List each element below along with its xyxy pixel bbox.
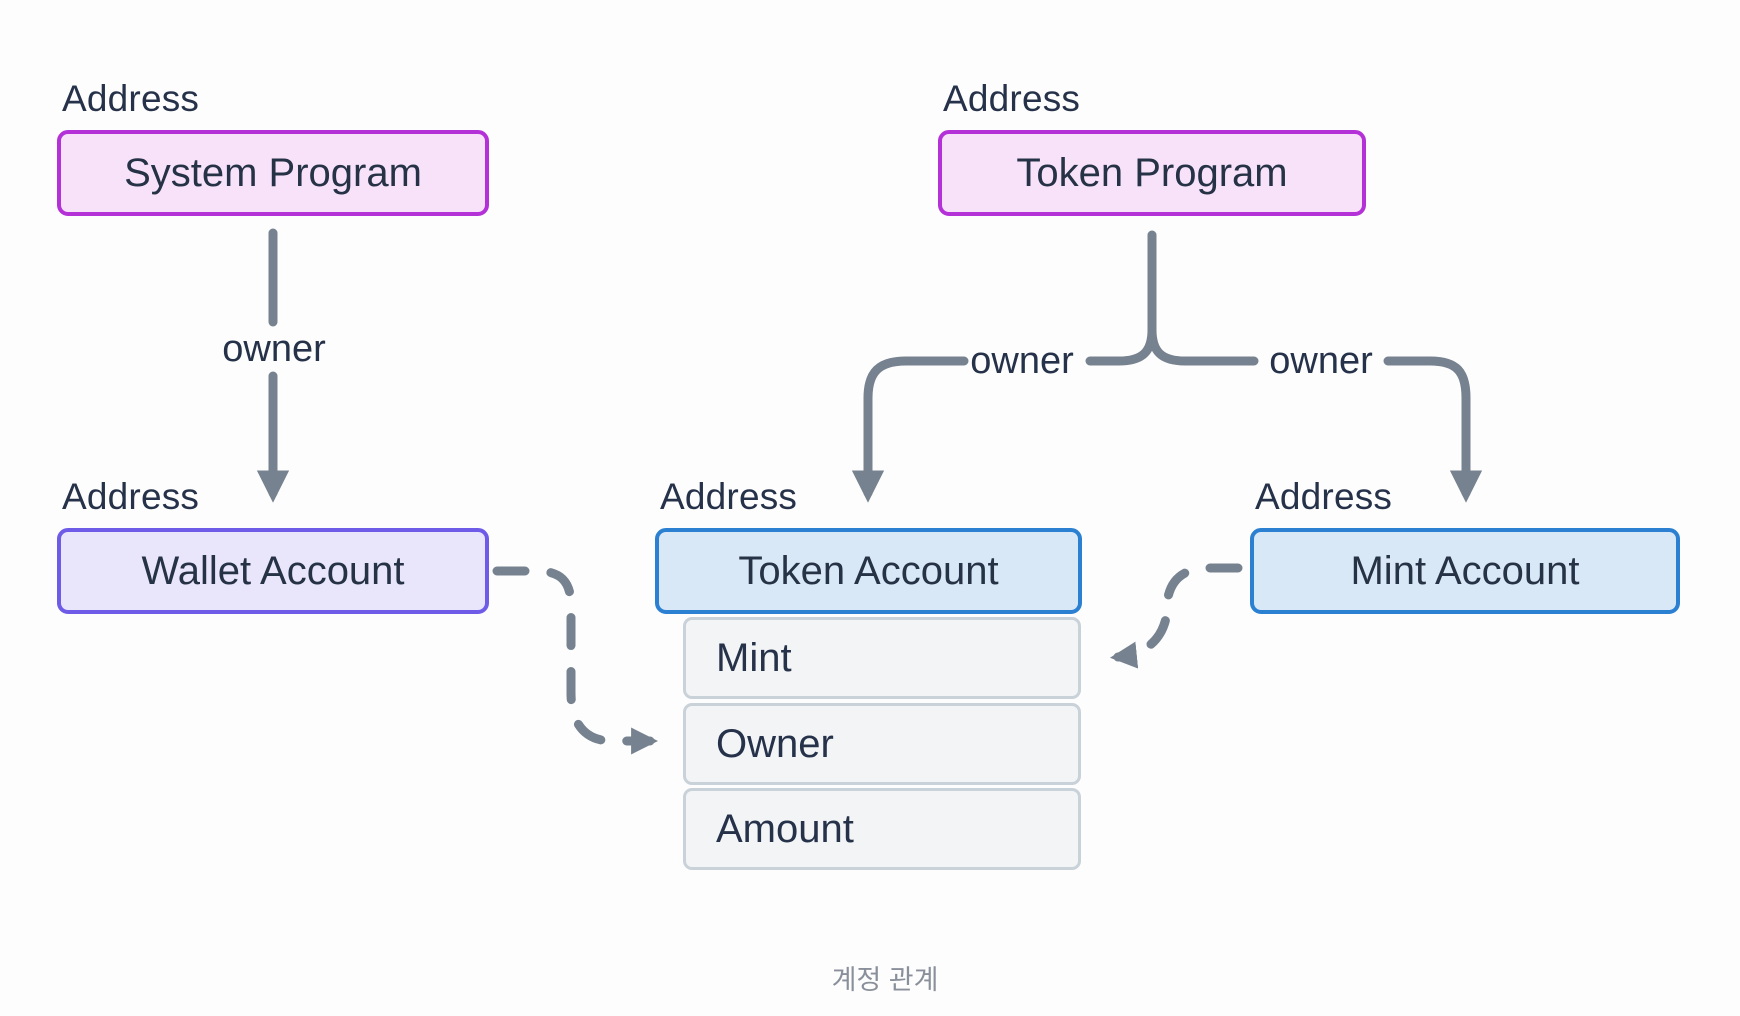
field-mint-label: Mint <box>716 635 792 680</box>
node-token-program-title: Token Program <box>1016 150 1288 195</box>
edge-token-to-token-account <box>851 356 969 503</box>
node-system-program-title: System Program <box>124 150 422 195</box>
address-label-wallet-account: Address <box>62 476 200 517</box>
diagram-caption: 계정 관계 <box>831 965 939 995</box>
edge-token-to-mint-account <box>1383 356 1483 503</box>
edge-label-owner-token-account: owner <box>970 340 1074 382</box>
node-mint-account: Mint Account <box>1250 528 1680 614</box>
address-label-token-program: Address <box>943 78 1081 119</box>
token-account-field-owner: Owner <box>683 703 1081 785</box>
edge-token-program-y-right <box>1147 325 1259 366</box>
node-wallet-account-title: Wallet Account <box>141 548 405 593</box>
node-token-account: Token Account <box>655 528 1082 614</box>
edge-token-program-y-left <box>1085 325 1157 366</box>
edge-label-owner-mint-account: owner <box>1269 340 1373 382</box>
field-owner-label: Owner <box>716 721 834 766</box>
edge-mint-account-to-mint-field <box>1109 563 1243 669</box>
address-label-token-account: Address <box>660 476 798 517</box>
node-wallet-account: Wallet Account <box>57 528 489 614</box>
address-label-system-program: Address <box>62 78 200 119</box>
node-token-program: Token Program <box>938 130 1366 216</box>
field-amount-label: Amount <box>716 806 854 851</box>
node-system-program: System Program <box>57 130 489 216</box>
token-account-field-mint: Mint <box>683 617 1081 699</box>
address-label-mint-account: Address <box>1255 476 1393 517</box>
node-token-account-title: Token Account <box>738 548 999 593</box>
edge-wallet-to-owner-field <box>492 566 659 755</box>
edge-label-owner-system: owner <box>222 328 326 370</box>
token-account-field-amount: Amount <box>683 788 1081 870</box>
node-mint-account-title: Mint Account <box>1350 548 1580 593</box>
